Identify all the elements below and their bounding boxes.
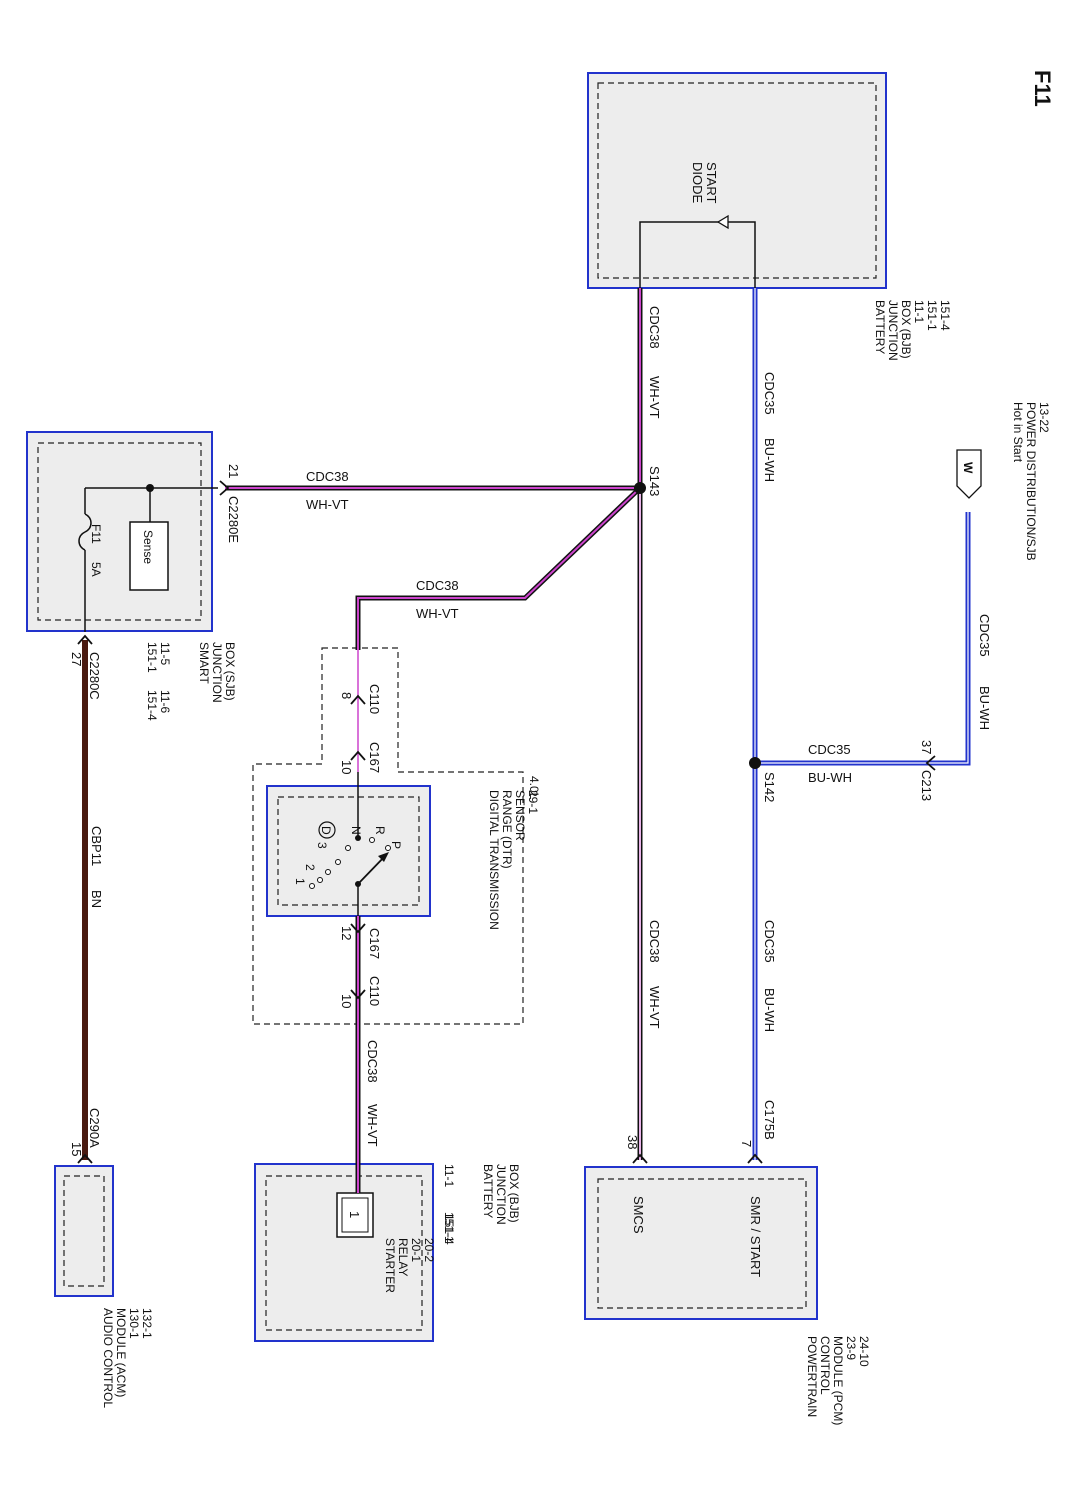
- splice-s143: [634, 482, 646, 494]
- splice-s142: [749, 757, 761, 769]
- svg-text:SMR / START: SMR / START: [748, 1196, 763, 1277]
- svg-text:CDC35: CDC35: [808, 742, 851, 757]
- power-source: W Hot in StartPOWER DISTRIBUTION/SJB13-2…: [956, 402, 1051, 561]
- selector-switch-arm: [357, 854, 387, 885]
- c2280c-connector-icon: [77, 634, 93, 645]
- svg-text:15: 15: [69, 1142, 84, 1156]
- svg-text:WH-VT: WH-VT: [365, 1104, 380, 1147]
- svg-text:C175B: C175B: [762, 1100, 777, 1140]
- svg-text:151-1151-4: 151-1151-4: [145, 642, 159, 721]
- bjb-bottom-module: 1 STARTERRELAY20-120-2 BATTERYJUNCTIONBO…: [254, 1163, 521, 1342]
- svg-text:S143: S143: [647, 466, 662, 496]
- svg-text:BU-WH: BU-WH: [808, 770, 852, 785]
- diode-symbol-icon: [716, 214, 729, 230]
- pcm-module: SMR / START SMCS POWERTRAINCONTROLMODULE…: [584, 1166, 871, 1425]
- c2280e-connector-icon: [219, 480, 230, 496]
- c290a-connector-icon: [77, 1153, 93, 1164]
- svg-text:C110: C110: [367, 976, 382, 1006]
- svg-text:11-511-6: 11-511-6: [158, 642, 172, 713]
- svg-text:AUDIO CONTROLMODULE (ACM)130-1: AUDIO CONTROLMODULE (ACM)130-1132-1: [101, 1308, 154, 1408]
- svg-text:BU-WH: BU-WH: [977, 686, 992, 730]
- svg-text:C110: C110: [367, 684, 382, 714]
- svg-text:BU-WH: BU-WH: [762, 438, 777, 482]
- c167-bot-connector-icon: [350, 923, 366, 934]
- svg-text:10: 10: [339, 994, 354, 1008]
- page-label: F11: [1030, 70, 1055, 107]
- c175b-connector-icon: [747, 1153, 763, 1164]
- svg-text:C167: C167: [367, 928, 382, 959]
- svg-text:10: 10: [339, 760, 354, 774]
- svg-text:CBP11: CBP11: [89, 826, 104, 866]
- svg-text:21: 21: [226, 464, 241, 478]
- fuse-icon: [78, 513, 92, 551]
- sense-box: [129, 521, 169, 591]
- svg-text:12: 12: [339, 926, 354, 940]
- svg-text:CDC38: CDC38: [306, 469, 349, 484]
- svg-text:C2280C: C2280C: [87, 652, 102, 700]
- svg-text:CDC35: CDC35: [762, 372, 777, 415]
- svg-text:R: R: [373, 826, 387, 835]
- svg-text:BATTERYJUNCTIONBOX (BJB)11-115: BATTERYJUNCTIONBOX (BJB)11-1151-1151-4: [873, 300, 952, 361]
- svg-text:C290A: C290A: [87, 1108, 102, 1148]
- svg-text:CDC35: CDC35: [977, 614, 992, 657]
- svg-text:SMCS: SMCS: [631, 1196, 646, 1234]
- svg-text:BU-WH: BU-WH: [762, 988, 777, 1032]
- svg-text:1: 1: [347, 1211, 362, 1218]
- svg-text:37: 37: [919, 740, 934, 754]
- acm-module: AUDIO CONTROLMODULE (ACM)130-1132-1: [54, 1165, 154, 1408]
- wire-cdc35: [752, 288, 971, 1160]
- svg-text:3: 3: [315, 842, 329, 849]
- svg-text:STARTDIODE: STARTDIODE: [690, 162, 719, 204]
- svg-text:WH-VT: WH-VT: [647, 376, 662, 419]
- dtr-sensor-module: 4.0L DIGITAL TRANSMISSIONRANGE (DTR)SENS…: [252, 647, 541, 1025]
- svg-text:WH-VT: WH-VT: [306, 497, 349, 512]
- svg-text:CDC38: CDC38: [416, 578, 459, 593]
- c167-top-connector-icon: [350, 750, 366, 761]
- svg-text:SMARTJUNCTIONBOX (SJB): SMARTJUNCTIONBOX (SJB): [197, 642, 237, 703]
- c110-top-connector-icon: [350, 694, 366, 705]
- svg-text:W: W: [961, 462, 975, 474]
- svg-text:Hot in StartPOWER DISTRIBUTION: Hot in StartPOWER DISTRIBUTION/SJB13-22: [1011, 402, 1051, 561]
- svg-text:Sense: Sense: [141, 530, 155, 564]
- svg-text:P: P: [389, 841, 403, 849]
- sjb-module: Sense F11 5A SMARTJUNCTIONBOX (SJB) 11-5…: [26, 431, 237, 721]
- svg-text:38: 38: [625, 1135, 640, 1149]
- svg-text:8: 8: [339, 692, 354, 699]
- svg-text:1: 1: [293, 878, 307, 885]
- svg-text:CDC38: CDC38: [647, 920, 662, 963]
- svg-text:CDC38: CDC38: [647, 306, 662, 349]
- svg-text:N: N: [349, 826, 363, 835]
- svg-text:S142: S142: [762, 772, 777, 802]
- svg-text:C213: C213: [919, 770, 934, 801]
- c110-bot-connector-icon: [350, 989, 366, 1000]
- c213-connector-icon: [925, 755, 936, 771]
- svg-text:BATTERYJUNCTIONBOX (BJB): BATTERYJUNCTIONBOX (BJB): [481, 1164, 521, 1225]
- svg-text:WH-VT: WH-VT: [416, 606, 459, 621]
- svg-text:2: 2: [303, 864, 317, 871]
- pcm38-connector-icon: [632, 1153, 648, 1164]
- svg-text:5A: 5A: [89, 562, 103, 577]
- svg-text:POWERTRAINCONTROLMODULE (PCM)2: POWERTRAINCONTROLMODULE (PCM)23-924-10: [805, 1336, 871, 1425]
- svg-text:STARTERRELAY20-120-2: STARTERRELAY20-120-2: [383, 1238, 436, 1293]
- svg-text:4.0L: 4.0L: [527, 776, 541, 800]
- svg-text:CDC38: CDC38: [365, 1040, 380, 1083]
- svg-text:7: 7: [739, 1140, 754, 1147]
- svg-text:27: 27: [69, 652, 84, 666]
- bjb-top-module: STARTDIODE BATTERYJUNCTIONBOX (BJB)11-11…: [587, 72, 952, 361]
- wire-cdc38-s143-dtr: [355, 486, 642, 772]
- svg-text:WH-VT: WH-VT: [647, 986, 662, 1029]
- svg-text:DIGITAL TRANSMISSIONRANGE (DTR: DIGITAL TRANSMISSIONRANGE (DTR)SENSOR29-…: [487, 790, 540, 930]
- svg-text:F11: F11: [89, 524, 103, 544]
- svg-text:C167: C167: [367, 742, 382, 773]
- svg-text:D: D: [319, 826, 333, 835]
- svg-text:BN: BN: [89, 890, 104, 908]
- starter-relay-pin-box: [336, 1192, 374, 1238]
- drive-position-circle: [318, 821, 336, 839]
- svg-text:C2280E: C2280E: [226, 496, 241, 543]
- svg-text:11-1151-1151-4: 11-1151-1151-4: [442, 1164, 456, 1245]
- svg-text:CDC35: CDC35: [762, 920, 777, 963]
